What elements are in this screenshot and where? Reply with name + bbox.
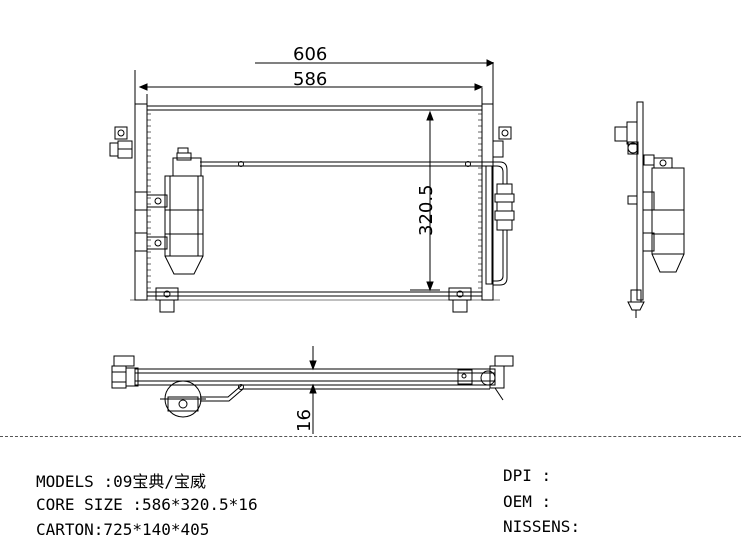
oem-line: OEM : [503, 492, 551, 511]
core-height-dimension: 320.5 [416, 184, 437, 236]
overall-width-dimension: 606 [293, 44, 327, 65]
condenser-technical-drawing: 606 586 320.5 16 [0, 44, 741, 435]
models-value: :09宝典/宝威 [103, 472, 206, 491]
dpi-line: DPI : [503, 466, 551, 485]
dashed-divider [0, 436, 741, 437]
models-label: MODELS [36, 472, 94, 491]
nissens-value: : [570, 517, 581, 536]
side-view [615, 102, 684, 318]
carton-line: CARTON:725*140*405 [36, 520, 209, 539]
carton-value: :725*140*405 [93, 520, 210, 539]
oem-value: : [541, 492, 552, 511]
nissens-line: NISSENS: [503, 517, 580, 536]
carton-label: CARTON [36, 520, 94, 539]
dpi-value: : [541, 466, 552, 485]
dpi-label: DPI [503, 466, 532, 485]
core-width-dimension: 586 [293, 69, 327, 90]
bottom-view [112, 346, 513, 434]
core-thickness-dimension: 16 [294, 409, 315, 432]
front-view [110, 60, 514, 312]
core-size-line: CORE SIZE :586*320.5*16 [36, 495, 258, 514]
core-size-label: CORE SIZE [36, 495, 123, 514]
nissens-label: NISSENS [503, 517, 571, 536]
models-line: MODELS :09宝典/宝威 [36, 468, 206, 492]
core-size-value: :586*320.5*16 [132, 495, 258, 514]
oem-label: OEM [503, 492, 532, 511]
